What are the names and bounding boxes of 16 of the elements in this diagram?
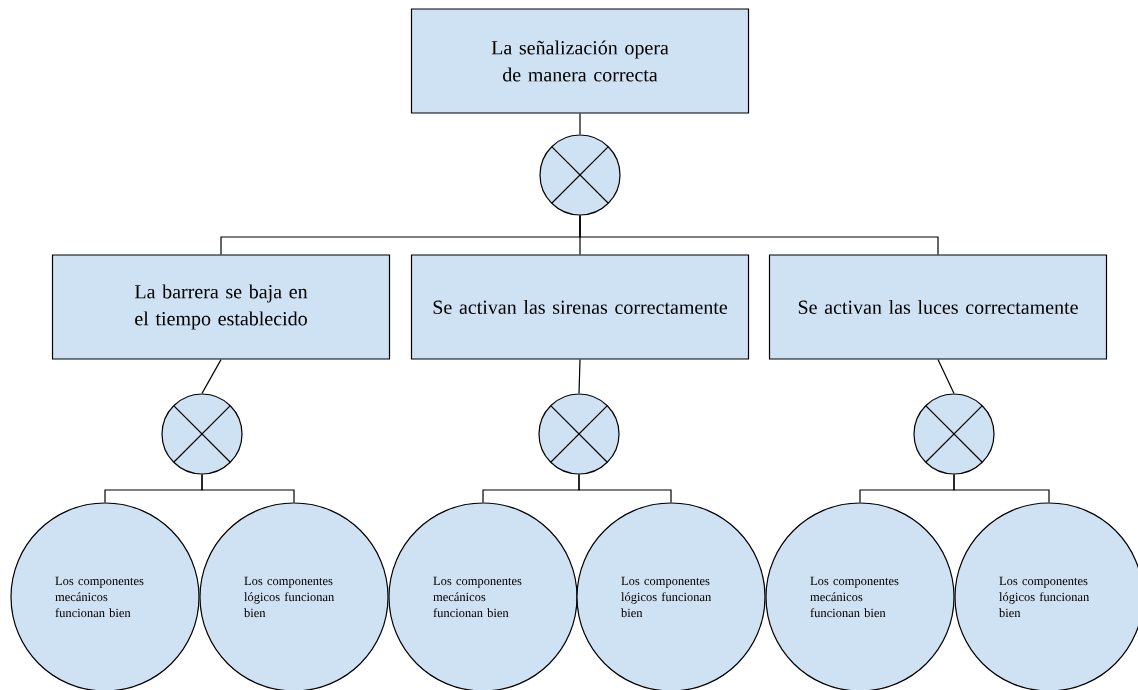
connector-line [201,359,222,394]
connector-line [953,473,1050,503]
connector-line [578,359,581,394]
event-box: Se activan las sirenas correctamente [410,254,750,360]
connector-line [579,113,581,135]
gate-circle [538,393,620,475]
gate-circle [539,134,621,216]
gate-circle [913,393,995,475]
event-box: Se activan las luces correctamente [768,254,1108,360]
connector-line [579,215,939,255]
event-box: La barrera se baja en el tiempo establecido [51,254,391,360]
gate-circle [161,393,243,475]
connector-line [578,473,672,503]
event-box: La señalización opera de manera correcta [410,8,750,114]
connector-line [201,473,295,503]
connector-line [937,359,955,394]
